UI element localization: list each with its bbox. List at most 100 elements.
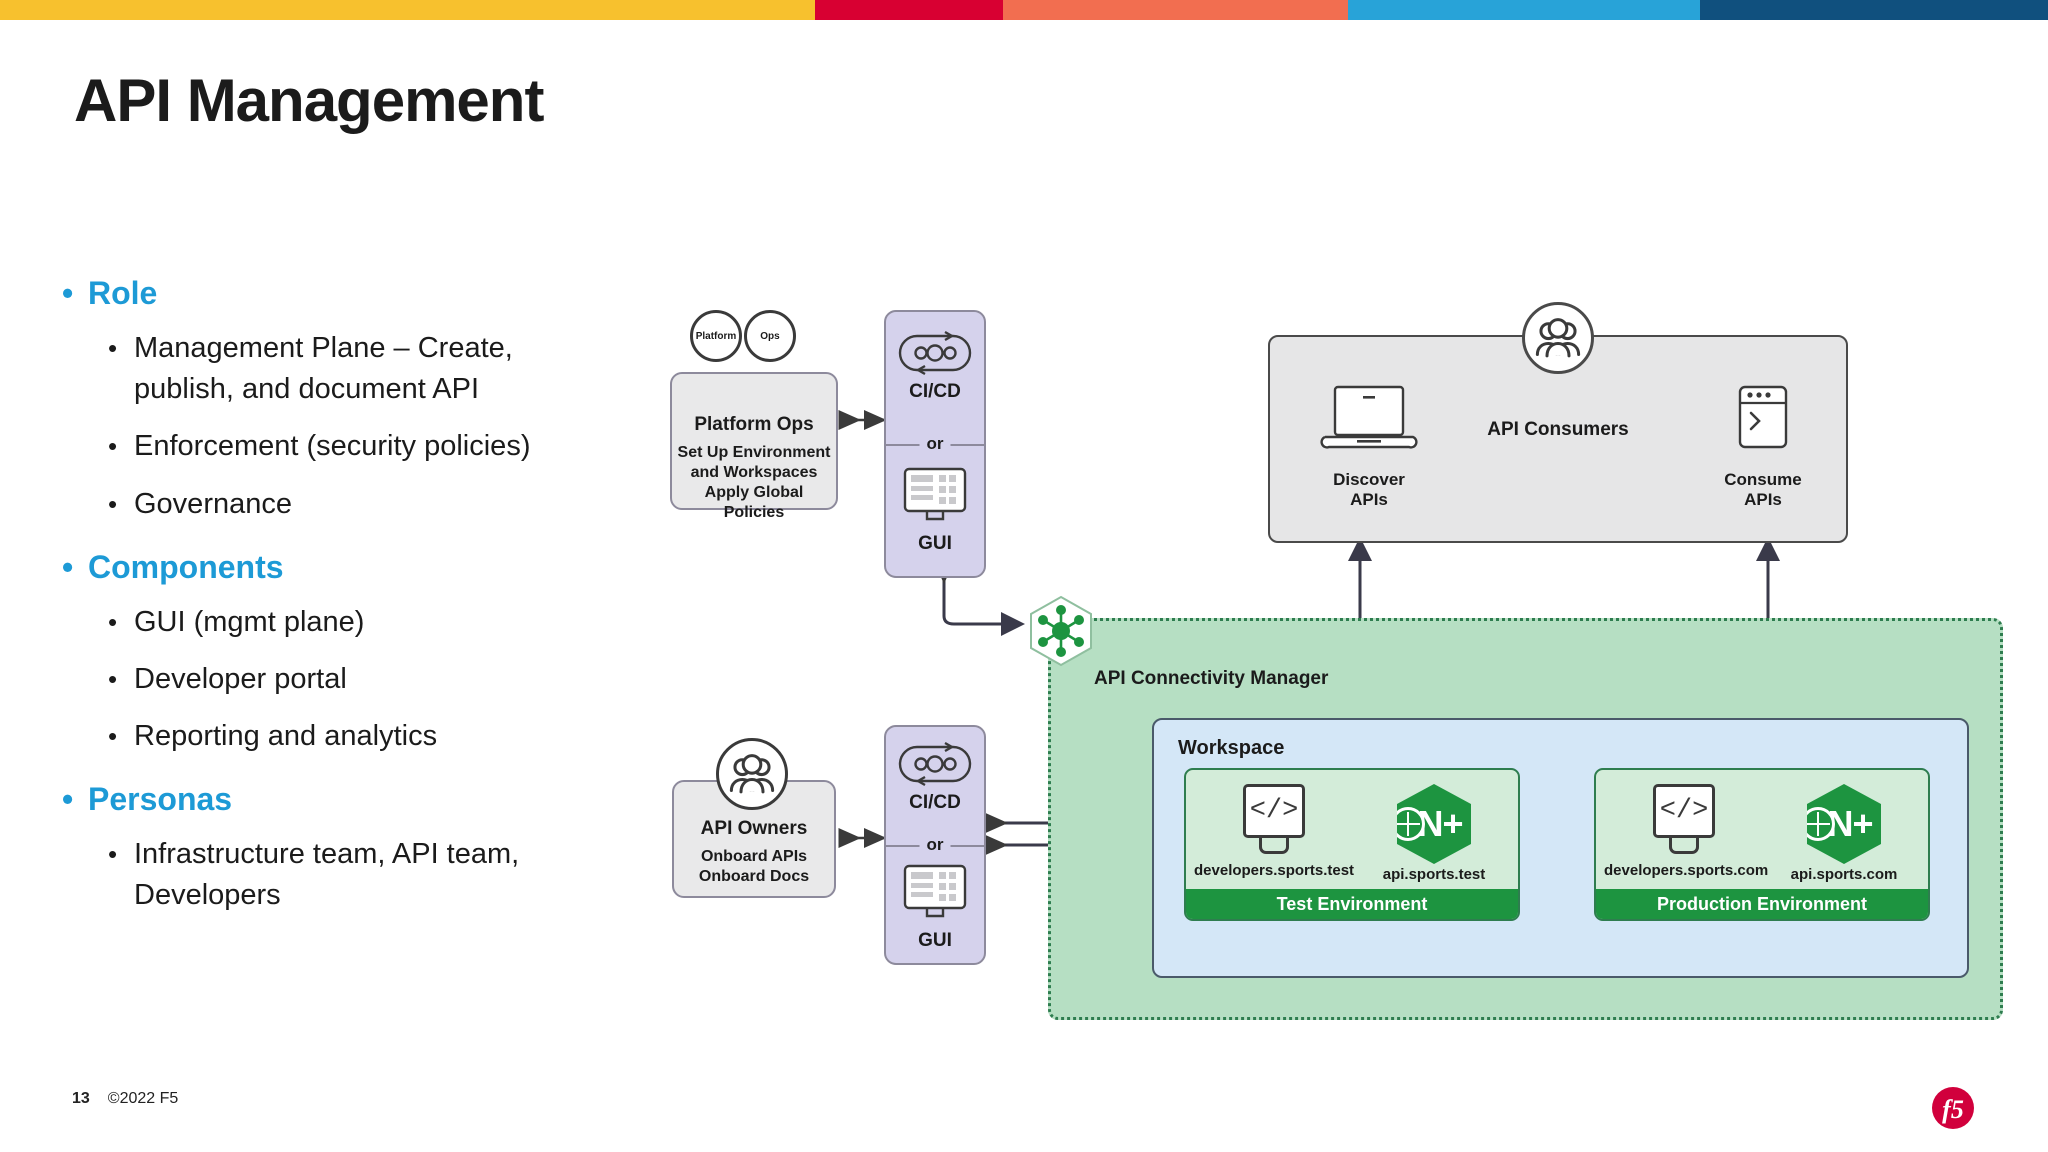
outline-heading-components: • Components: [62, 549, 682, 586]
pipeline-or-label-top: or: [919, 434, 951, 454]
consumer-discover-apis[interactable]: Discover APIs: [1294, 383, 1444, 511]
monitor-stand: [1669, 838, 1699, 854]
platform-ops-box[interactable]: Platform Ops Set Up Environment and Work…: [670, 372, 838, 521]
two-people-circles-icon-right: Ops: [744, 310, 796, 362]
env-item-api-gateway[interactable]: N+ api.sports.com: [1764, 784, 1924, 883]
band-segment-light-blue: [1348, 0, 1700, 20]
api-owners-line-2: Onboard Docs: [698, 868, 810, 885]
outline-heading-label: Personas: [88, 781, 233, 818]
outline-item-label: Enforcement (security policies): [134, 430, 531, 463]
cicd-loop-gears-icon: [898, 741, 972, 787]
code-screen: </>: [1243, 784, 1305, 838]
people-glyph-icon: [729, 754, 775, 794]
nginx-plus-icon: N+: [1397, 784, 1471, 864]
api-owners-title: API Owners: [700, 818, 808, 839]
bullet-dot-icon: •: [108, 431, 118, 462]
env-item-api-gateway[interactable]: N+ api.sports.test: [1354, 784, 1514, 883]
svg-text:f5: f5: [1942, 1095, 1964, 1124]
api-connectivity-manager-title: API Connectivity Manager: [1094, 668, 1329, 689]
outline-item: • Governance: [108, 484, 682, 525]
connector-gui-to-acm: [932, 557, 1025, 636]
bullet-dot-icon: •: [108, 663, 118, 694]
cicd-label-bottom: CI/CD: [909, 792, 961, 813]
outline-item-label: Infrastructure team, API team, Developer…: [134, 838, 520, 912]
laptop-icon: [1320, 385, 1418, 449]
platform-ops-badge-left: Platform: [695, 330, 737, 342]
page-title: API Management: [74, 67, 544, 134]
env-item-developers-portal[interactable]: </> developers.sports.test: [1194, 784, 1354, 879]
platform-ops-line-4: Policies: [723, 504, 785, 521]
test-developers-label: developers.sports.test: [1194, 862, 1355, 879]
outline-item: • Infrastructure team, API team, Develop…: [108, 834, 682, 916]
consumer-consume-label-line2: APIs: [1744, 490, 1782, 510]
pipeline-cicd-bottom[interactable]: CI/CD: [886, 727, 984, 845]
workspace-title: Workspace: [1178, 737, 1285, 759]
api-consumers-avatar-icon: [1522, 302, 1594, 374]
band-segment-coral: [1003, 0, 1348, 20]
api-owners-line-1: Onboard APIs: [700, 848, 808, 865]
outline-item: • GUI (mgmt plane): [108, 602, 682, 643]
bullet-dot-icon: •: [62, 781, 74, 818]
test-environment-box[interactable]: </> developers.sports.test N+ api.sports…: [1184, 768, 1520, 921]
f5-logo: f5: [1930, 1085, 1976, 1131]
bullet-dot-icon: •: [108, 333, 118, 363]
pipeline-cicd-top[interactable]: CI/CD: [886, 312, 984, 444]
env-item-developers-portal[interactable]: </> developers.sports.com: [1604, 784, 1769, 879]
band-segment-dark-blue: [1700, 0, 2048, 20]
dashboard-monitor-icon: [903, 864, 967, 918]
nginx-plus-text: N+: [1827, 803, 1873, 844]
gui-label-top: GUI: [918, 533, 952, 554]
bullet-dot-icon: •: [108, 839, 118, 870]
people-glyph-icon: [1535, 318, 1581, 358]
hex-node-mesh-icon: [1028, 595, 1094, 667]
outline-heading-personas: • Personas: [62, 781, 682, 818]
monitor-stand: [1259, 838, 1289, 854]
pipeline-gui-bottom[interactable]: GUI: [886, 845, 984, 952]
production-environment-box[interactable]: </> developers.sports.com N+ api.sports.…: [1594, 768, 1930, 921]
api-consumers-title: API Consumers: [1487, 419, 1629, 440]
code-screen: </>: [1653, 784, 1715, 838]
nginx-plus-text: N+: [1417, 803, 1463, 844]
outline-group-role: • Role • Management Plane – Create, publ…: [62, 275, 682, 525]
bullet-dot-icon: •: [108, 721, 118, 752]
outline-item: • Enforcement (security policies): [108, 426, 682, 467]
consumer-consume-apis[interactable]: Consume APIs: [1688, 383, 1838, 511]
production-environment-banner: Production Environment: [1596, 889, 1928, 919]
consumer-discover-label-line2: APIs: [1350, 490, 1388, 510]
code-monitor-icon: </>: [1243, 784, 1305, 860]
code-monitor-icon: </>: [1653, 784, 1715, 860]
dashboard-monitor-icon: [903, 467, 967, 521]
platform-ops-badge-right: Ops: [760, 330, 780, 342]
test-api-label: api.sports.test: [1382, 866, 1486, 883]
pipeline-box-top[interactable]: CI/CD or GUI: [884, 310, 986, 578]
production-developers-label: developers.sports.com: [1604, 862, 1769, 879]
copyright-text: ©2022 F5: [107, 1090, 179, 1107]
nginx-plus-icon: N+: [1807, 784, 1881, 864]
outline-item-label: GUI (mgmt plane): [134, 605, 365, 638]
globe-icon: [1397, 807, 1425, 841]
outline-heading-label: Role: [88, 275, 158, 311]
outline-item-label: Governance: [134, 487, 292, 520]
globe-icon: [1807, 807, 1835, 841]
production-api-label: api.sports.com: [1790, 866, 1898, 883]
cicd-label-top: CI/CD: [909, 381, 961, 402]
footer: 13 ©2022 F5: [72, 1090, 178, 1108]
platform-ops-title: Platform Ops: [694, 414, 814, 435]
outline-group-personas: • Personas • Infrastructure team, API te…: [62, 781, 682, 916]
bullet-dot-icon: •: [62, 548, 74, 585]
outline-item: • Developer portal: [108, 659, 682, 700]
gui-label-bottom: GUI: [918, 930, 952, 951]
outline-item-label: Management Plane – Create, publish, and …: [134, 332, 513, 406]
outline-item: • Management Plane – Create, publish, an…: [108, 328, 682, 410]
page-number: 13: [72, 1090, 90, 1107]
cicd-loop-gears-icon: [898, 330, 972, 376]
platform-ops-line-2: and Workspaces: [690, 464, 818, 481]
terminal-window-icon: [1738, 385, 1788, 449]
top-color-band: [0, 0, 2048, 20]
outline-heading-label: Components: [88, 548, 284, 585]
platform-ops-line-1: Set Up Environment: [677, 444, 831, 461]
pipeline-gui-top[interactable]: GUI: [886, 444, 984, 555]
pipeline-or-label-bottom: or: [919, 835, 951, 855]
consumer-discover-label-line1: Discover: [1333, 470, 1405, 489]
pipeline-box-bottom[interactable]: CI/CD or GUI: [884, 725, 986, 965]
